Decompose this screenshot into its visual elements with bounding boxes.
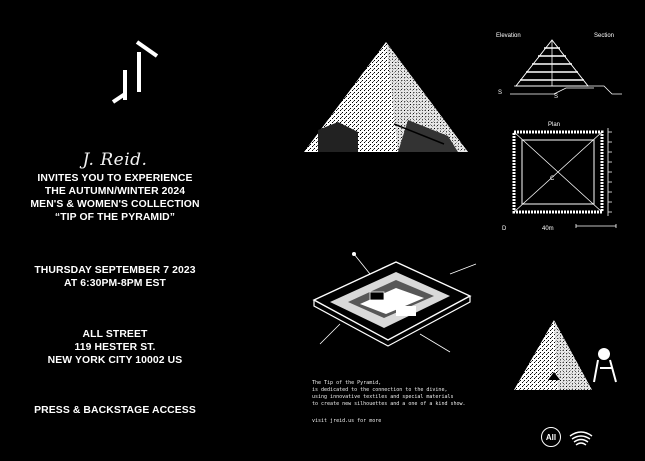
access-note: PRESS & BACKSTAGE ACCESS (34, 405, 196, 416)
plan-c-label: C (550, 176, 555, 182)
description-line: using innovative textiles and special ma… (312, 394, 454, 400)
section-label: Section (594, 33, 614, 39)
pyramid-photo-icon (304, 42, 468, 152)
plan-diagram: Plan C D 40m (502, 122, 617, 232)
event-date: THURSDAY SEPTEMBER 7 2023 AT 6:30PM-8PM … (0, 264, 230, 290)
venue-line: 119 HESTER ST. (74, 342, 156, 353)
venue-address: ALL STREET 119 HESTER ST. NEW YORK CITY … (0, 328, 230, 367)
signature: J. Reid. (82, 150, 148, 170)
scale-label: 40m (542, 226, 554, 232)
small-pyramid-photo-icon (514, 320, 617, 390)
all-street-badge: All (541, 427, 561, 447)
description-line: to create new silhouettes and a one of a… (312, 401, 466, 407)
invite-line: “TIP OF THE PYRAMID” (54, 212, 176, 223)
svg-text:S: S (554, 94, 558, 100)
collection-description: The Tip of the Pyramid, is dedicated to … (312, 380, 502, 408)
visit-link[interactable]: visit jreid.us for more (312, 418, 382, 424)
venue-line: NEW YORK CITY 10002 US (47, 355, 183, 366)
elevation-label: Elevation (496, 33, 521, 39)
invite-line: MEN'S & WOMEN'S COLLECTION (30, 199, 200, 210)
brand-logo-icon (111, 40, 159, 104)
elevation-section-diagram: Elevation Section S S (496, 33, 622, 100)
invite-line: INVITES YOU TO EXPERIENCE (37, 173, 193, 184)
date-line: THURSDAY SEPTEMBER 7 2023 (34, 265, 196, 276)
plan-d-label: D (502, 226, 507, 232)
venue-line: ALL STREET (82, 329, 148, 340)
description-line: The Tip of the Pyramid, (312, 380, 382, 386)
isometric-complex-diagram (312, 252, 477, 353)
plan-label: Plan (548, 122, 560, 128)
date-line: AT 6:30PM-8PM EST (64, 278, 166, 289)
wing-logo-icon (569, 431, 593, 446)
description-line: is dedicated to the connection to the di… (312, 387, 448, 393)
svg-text:S: S (498, 90, 502, 96)
invite-line: THE AUTUMN/WINTER 2024 (44, 186, 186, 197)
invite-text: INVITES YOU TO EXPERIENCE THE AUTUMN/WIN… (0, 172, 230, 224)
